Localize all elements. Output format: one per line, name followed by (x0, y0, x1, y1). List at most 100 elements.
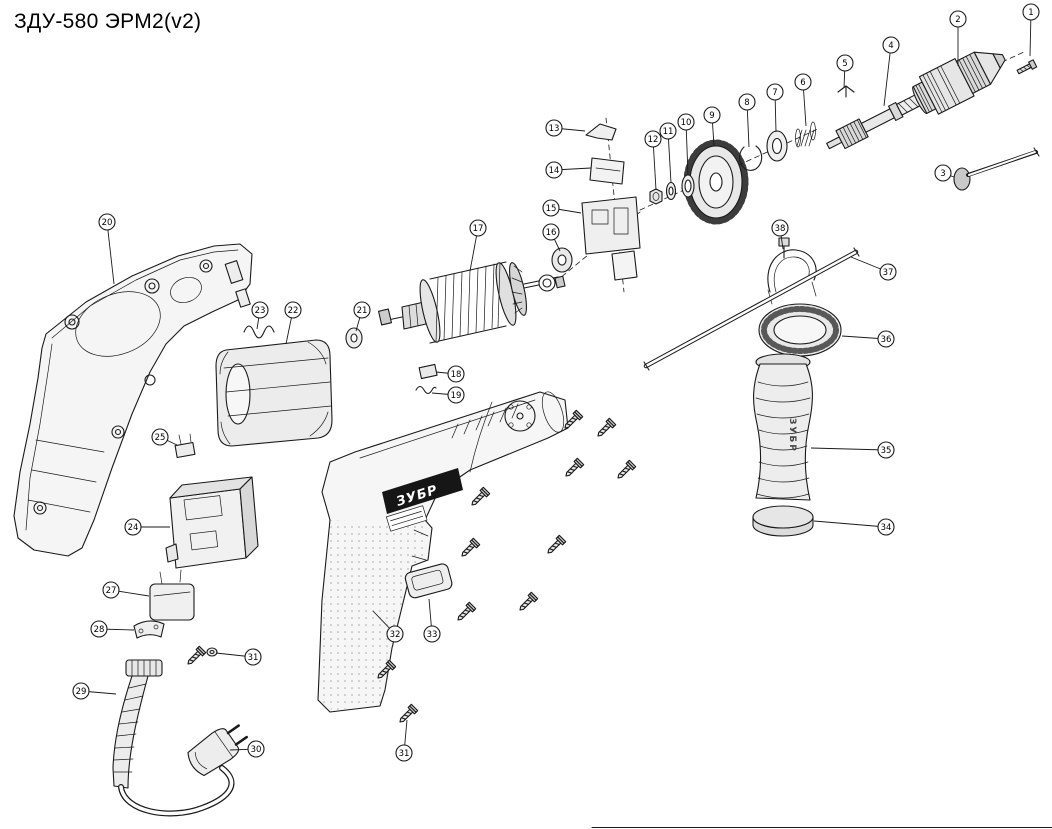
svg-text:25: 25 (155, 433, 166, 443)
callout-29: 29 (72, 682, 117, 700)
brush-holder-parts (551, 123, 641, 281)
callout-37: 37 (850, 256, 897, 281)
callout-10: 10 (677, 113, 695, 176)
svg-text:4: 4 (888, 41, 893, 51)
callout-18: 18 (435, 365, 465, 383)
svg-text:7: 7 (772, 88, 777, 98)
svg-text:15: 15 (546, 204, 557, 214)
handle-logo-label: ЗУБР (787, 418, 797, 453)
clamp-screw-part (184, 645, 218, 668)
callout-38: 38 (771, 219, 789, 250)
circlip-part (739, 145, 763, 171)
svg-text:34: 34 (881, 523, 892, 533)
svg-text:33: 33 (427, 630, 438, 640)
callout-7: 7 (766, 83, 784, 133)
callout-31: 31 (215, 648, 262, 666)
svg-text:36: 36 (881, 335, 892, 345)
svg-text:35: 35 (881, 446, 892, 456)
svg-text:22: 22 (288, 306, 299, 316)
callout-16: 16 (542, 223, 561, 252)
svg-text:11: 11 (663, 127, 674, 137)
aux-handle-part: ЗУБР (753, 353, 813, 501)
callout-23: 23 (251, 301, 269, 330)
handle-cap-part (752, 505, 814, 537)
callout-34: 34 (813, 518, 895, 536)
chuck-screw-part (1016, 59, 1038, 75)
svg-text:38: 38 (775, 224, 786, 234)
chuck-part (912, 51, 1006, 115)
callout-36: 36 (841, 330, 895, 348)
stator-part (215, 339, 333, 447)
power-plug-part (187, 724, 248, 777)
page-title: ЗДУ-580 ЭРМ2(v2) (14, 10, 202, 33)
cord-clamp-part (133, 620, 165, 639)
switch-part (165, 476, 259, 569)
svg-text:18: 18 (451, 370, 462, 380)
callout-22: 22 (284, 301, 302, 345)
callout-27: 27 (102, 581, 150, 599)
power-cord (118, 765, 235, 817)
handle-rod-part (643, 247, 860, 371)
spindle-part (826, 92, 924, 150)
callout-25: 25 (151, 428, 178, 446)
callout-2: 2 (949, 10, 967, 66)
callout-31: 31 (395, 719, 413, 762)
nut-part (649, 188, 663, 205)
svg-text:1: 1 (1028, 8, 1033, 18)
main-body-part: ЗУБР (317, 391, 569, 713)
svg-text:20: 20 (102, 218, 113, 228)
callout-20: 20 (98, 213, 116, 285)
callout-5: 5 (836, 54, 854, 89)
svg-text:6: 6 (800, 78, 805, 88)
svg-text:17: 17 (473, 224, 484, 234)
brush-part (415, 363, 438, 395)
callout-13: 13 (545, 119, 586, 137)
svg-text:13: 13 (549, 124, 560, 134)
housing-right-part (13, 243, 253, 557)
svg-text:8: 8 (744, 98, 749, 108)
svg-text:2: 2 (955, 15, 960, 25)
callout-11: 11 (659, 122, 677, 184)
callout-15: 15 (542, 199, 582, 217)
svg-text:21: 21 (357, 306, 368, 316)
washer-part (345, 327, 363, 349)
svg-text:37: 37 (883, 268, 894, 278)
brush-holder-part (174, 433, 196, 459)
callout-12: 12 (644, 130, 662, 191)
svg-text:24: 24 (128, 523, 139, 533)
bearing-part (766, 130, 788, 162)
svg-text:10: 10 (681, 118, 692, 128)
svg-text:16: 16 (546, 228, 557, 238)
svg-text:28: 28 (94, 625, 105, 635)
svg-text:32: 32 (390, 630, 401, 640)
svg-text:19: 19 (451, 391, 462, 401)
svg-text:31: 31 (248, 653, 259, 663)
callout-30: 30 (229, 740, 265, 758)
callout-1: 1 (1022, 3, 1040, 57)
key-clip-part (837, 85, 855, 98)
callout-3: 3 (934, 164, 955, 182)
svg-text:23: 23 (255, 306, 266, 316)
callout-14: 14 (545, 161, 592, 179)
svg-text:27: 27 (106, 586, 117, 596)
callout-28: 28 (90, 620, 135, 638)
callout-35: 35 (810, 441, 895, 459)
armature-part (378, 261, 566, 344)
chuck-key-part (953, 147, 1040, 191)
svg-text:5: 5 (842, 59, 847, 69)
cord-guard-part (112, 659, 163, 789)
callout-33: 33 (423, 598, 441, 643)
callout-9: 9 (703, 106, 721, 147)
svg-text:30: 30 (251, 745, 262, 755)
svg-text:12: 12 (648, 135, 659, 145)
svg-text:29: 29 (76, 687, 87, 697)
capacitor-part (149, 569, 195, 621)
callout-19: 19 (431, 386, 465, 404)
callout-6: 6 (794, 73, 812, 127)
spring-sleeve-part (795, 121, 816, 148)
trigger-button-part (404, 563, 453, 599)
callout-24: 24 (124, 518, 170, 536)
svg-text:9: 9 (709, 111, 714, 121)
